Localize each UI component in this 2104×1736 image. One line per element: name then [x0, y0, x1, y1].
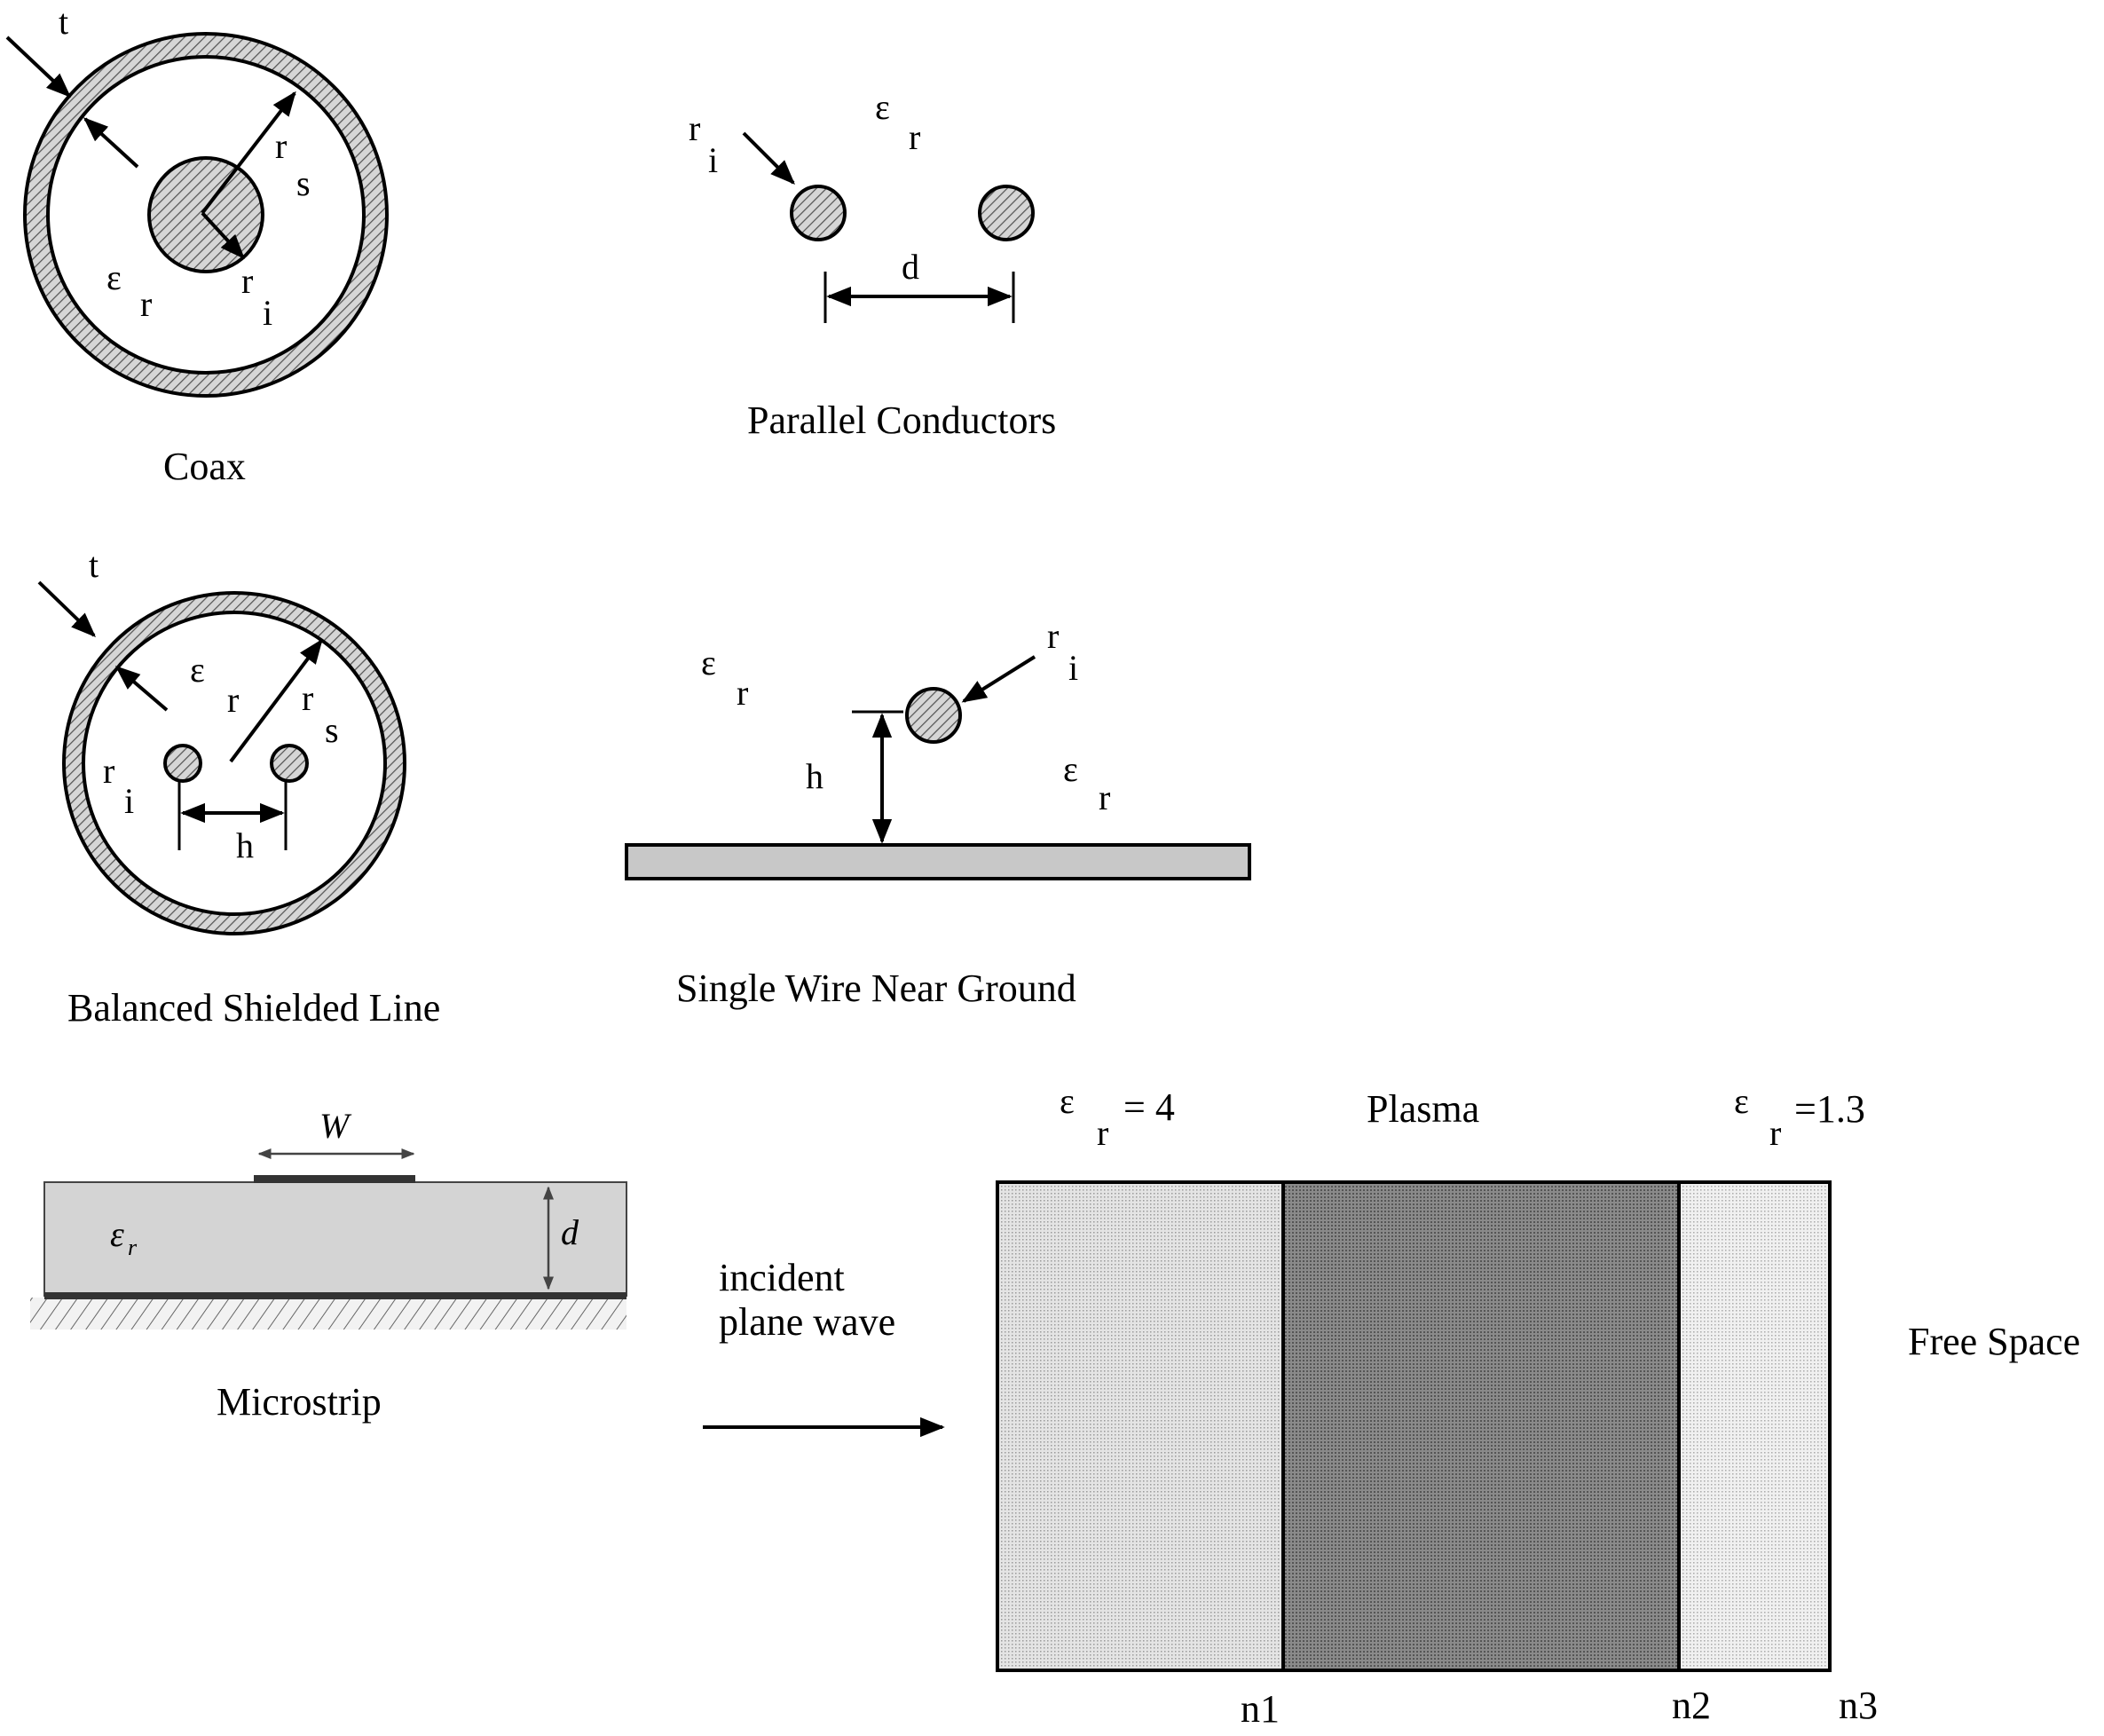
coax-t-arrow-inner: [83, 117, 139, 169]
balanced-dielectric: [82, 611, 387, 916]
layer-dielectric-left: [996, 1180, 1285, 1672]
layer-plasma: [1281, 1180, 1681, 1672]
parallel-conductors-diagram: r i ε r d Parallel Conductors: [689, 87, 1056, 442]
right-er-label: ε: [1734, 1081, 1749, 1121]
balanced-er-sub: r: [227, 680, 239, 720]
coax-er-label: ε: [106, 257, 122, 297]
microstrip-diagram: W ε r d Microstrip: [30, 1106, 627, 1424]
parallel-ri-label: r: [689, 108, 700, 148]
layered-media-diagram: incident plane wave ε r = 4 Plasma ε r =…: [703, 1081, 2080, 1731]
microstrip-ground-hatch: [30, 1298, 626, 1330]
boundary-n3-label: n3: [1839, 1684, 1878, 1727]
single-wire-h-label: h: [806, 756, 823, 796]
balanced-t-arrow-inner: [114, 666, 169, 712]
microstrip-d-label: d: [561, 1212, 579, 1252]
microstrip-ground-line: [44, 1292, 626, 1299]
microstrip-er-sub: r: [128, 1235, 138, 1260]
coax-ri-sub: i: [263, 293, 272, 333]
coax-diagram: t r s r i ε r Coax: [5, 2, 389, 488]
single-wire-er2-sub: r: [1099, 777, 1110, 817]
balanced-t-arrow-outer: [37, 580, 97, 637]
coax-ri-arrow: [201, 211, 245, 260]
balanced-h-label: h: [236, 825, 254, 865]
single-wire-ri-sub: i: [1068, 648, 1078, 688]
coax-caption: Coax: [163, 445, 246, 488]
parallel-ri-sub: i: [708, 140, 718, 180]
ground-plane: [625, 843, 1251, 880]
left-er-value: = 4: [1123, 1085, 1175, 1129]
balanced-er-label: ε: [190, 650, 205, 690]
single-wire-er1-sub: r: [737, 673, 748, 713]
plasma-label: Plasma: [1367, 1087, 1479, 1131]
coax-t-arrow-outer: [5, 36, 72, 98]
parallel-ri-arrow: [742, 131, 795, 185]
single-wire-er2-label: ε: [1063, 749, 1078, 789]
single-wire-ri-label: r: [1047, 616, 1059, 656]
coax-er-sub: r: [140, 284, 152, 324]
coax-t-label: t: [59, 2, 68, 42]
parallel-d-label: d: [902, 247, 919, 287]
balanced-rs-label: r: [302, 678, 313, 718]
parallel-er-sub: r: [909, 117, 920, 157]
single-wire-conductor: [905, 687, 962, 744]
right-er-sub: r: [1769, 1113, 1781, 1153]
parallel-caption: Parallel Conductors: [747, 398, 1056, 442]
microstrip-strip: [254, 1175, 415, 1183]
coax-rs-label: r: [275, 126, 287, 166]
boundary-n1-label: n1: [1241, 1687, 1280, 1731]
incident-label-line1: incident: [719, 1256, 845, 1299]
single-wire-er1-label: ε: [701, 643, 716, 683]
left-er-label: ε: [1060, 1081, 1075, 1121]
parallel-conductor-left: [790, 185, 847, 241]
single-wire-caption: Single Wire Near Ground: [676, 967, 1076, 1010]
parallel-conductor-right: [978, 185, 1035, 241]
microstrip-er-label: ε: [110, 1214, 124, 1254]
balanced-ri-sub: i: [124, 781, 134, 821]
boundary-n2-label: n2: [1672, 1684, 1711, 1727]
balanced-shielded-line-diagram: t ε r r s r i h Balanced Shielded Line: [37, 545, 440, 1030]
free-space-label: Free Space: [1908, 1320, 2080, 1363]
balanced-caption: Balanced Shielded Line: [67, 986, 440, 1030]
left-er-sub: r: [1097, 1113, 1108, 1153]
single-wire-diagram: ε r r i h ε r Single Wire Near Ground: [625, 616, 1251, 1010]
single-wire-ri-arrow: [961, 655, 1036, 703]
coax-rs-arrow: [201, 91, 296, 215]
balanced-rs-sub: s: [325, 710, 339, 750]
coax-ri-label: r: [241, 261, 253, 301]
layer-dielectric-right: [1677, 1180, 1832, 1672]
right-er-value: =1.3: [1794, 1087, 1865, 1131]
balanced-rs-arrow: [229, 638, 323, 763]
microstrip-w-label: W: [319, 1106, 352, 1146]
balanced-conductor-left: [163, 744, 202, 783]
balanced-ri-label: r: [103, 751, 114, 791]
parallel-er-label: ε: [875, 87, 890, 127]
incident-label-line2: plane wave: [719, 1300, 895, 1344]
coax-rs-sub: s: [296, 163, 311, 203]
balanced-conductor-right: [270, 744, 309, 783]
microstrip-caption: Microstrip: [217, 1380, 382, 1424]
balanced-t-label: t: [89, 545, 99, 585]
